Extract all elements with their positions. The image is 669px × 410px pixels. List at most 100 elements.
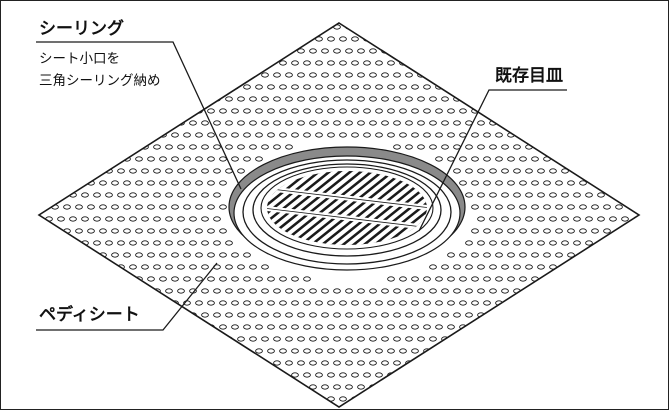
sheet-dot [183,156,191,162]
sheet-dot [441,144,449,150]
sheet-dot [45,384,53,390]
sheet-dot [165,264,173,270]
sheet-dot [327,300,335,306]
sheet-dot [63,276,71,282]
sheet-dot [603,36,611,42]
sheet-dot [573,288,581,294]
sheet-dot [147,108,155,114]
sheet-dot [465,192,473,198]
sheet-dot [543,132,551,138]
sheet-dot [99,348,107,354]
sheet-dot [507,228,515,234]
sheet-dot [573,336,581,342]
sheet-dot [477,240,485,246]
sheet-dot [225,96,233,102]
sheet-dot [237,312,245,318]
sheet-dot [39,204,47,210]
sheet-dot [69,288,77,294]
sheet-dot [219,60,227,66]
sheet-dot [351,300,359,306]
sheet-dot [147,396,155,402]
sheet-dot [507,180,515,186]
sheet-dot [207,60,215,66]
sheet-dot [183,372,191,378]
sheet-dot [117,360,125,366]
sheet-dot [369,360,377,366]
sheet-dot [63,108,71,114]
sheet-dot [417,120,425,126]
sheet-dot [303,324,311,330]
sheet-dot [45,144,53,150]
sheet-dot [75,132,83,138]
sheet-dot [261,384,269,390]
sheet-dot [231,300,239,306]
sheet-dot [567,180,575,186]
sheet-dot [39,144,41,150]
sheet-dot [231,324,239,330]
sheet-dot [93,120,101,126]
sheet-dot [381,384,389,390]
sheet-dot [387,84,395,90]
sheet-dot [87,252,95,258]
sheet-dot [531,156,539,162]
sheet-dot [483,324,491,330]
sheet-dot [237,48,245,54]
sheet-dot [621,288,629,294]
sheet-dot [243,348,251,354]
sheet-dot [621,96,629,102]
sheet-dot [111,132,119,138]
sheet-dot [177,48,185,54]
sheet-dot [225,24,233,30]
sheet-dot [405,288,413,294]
sheet-dot [567,396,575,402]
sheet-dot [267,84,275,90]
sheet-dot [123,36,131,42]
sheet-dot [531,396,539,402]
sheet-dot [447,60,455,66]
sheet-dot [57,360,65,366]
sheet-dot [279,108,287,114]
sheet-dot [195,348,203,354]
sheet-dot [93,384,101,390]
sheet-dot [429,120,437,126]
sheet-dot [357,48,365,54]
sheet-dot [171,396,179,402]
sheet-dot [327,132,335,138]
sheet-dot [609,312,617,318]
sheet-dot [237,168,245,174]
sheet-dot [489,312,497,318]
sheet-dot [117,192,125,198]
label-sealing: シーリング [39,19,124,39]
sheet-dot [579,348,587,354]
sheet-dot [135,36,143,42]
sheet-dot [519,60,527,66]
sheet-dot [513,144,521,150]
sheet-dot [621,72,629,78]
sheet-dot [537,216,545,222]
sheet-dot [429,288,437,294]
sheet-dot [249,72,257,78]
sheet-dot [189,168,197,174]
sheet-dot [279,276,287,282]
sheet-dot [399,132,407,138]
sheet-dot [357,288,365,294]
sheet-dot [513,264,521,270]
sheet-dot [309,360,317,366]
sheet-dot [453,288,461,294]
sheet-dot [549,240,557,246]
sheet-dot [633,360,639,366]
sheet-dot [477,384,485,390]
sheet-dot [231,84,239,90]
sheet-dot [195,300,203,306]
sheet-dot [633,96,639,102]
sheet-dot [531,60,539,66]
sheet-dot [495,36,503,42]
sheet-dot [207,204,215,210]
sheet-dot [51,324,59,330]
sheet-dot [63,372,71,378]
sheet-dot [393,48,401,54]
sheet-dot [189,24,197,30]
sheet-dot [123,228,131,234]
sheet-dot [219,228,227,234]
sheet-dot [231,372,239,378]
